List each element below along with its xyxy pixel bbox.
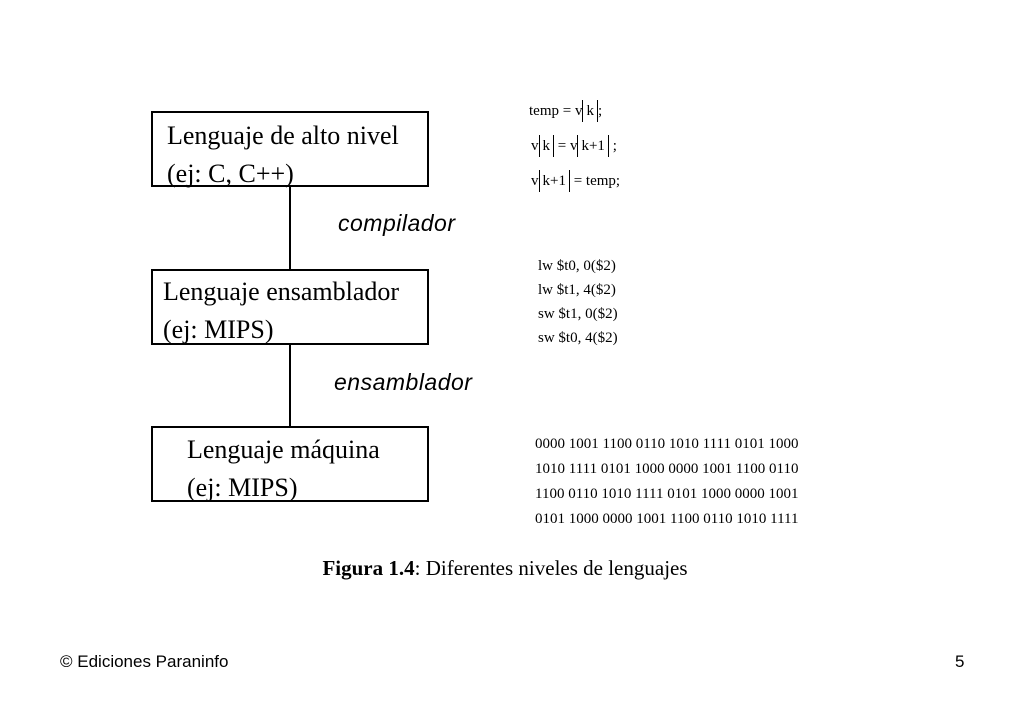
- box-title: Lenguaje de alto nivel: [167, 121, 399, 150]
- code-line: 1100 0110 1010 1111 0101 1000 0000 1001: [535, 486, 799, 502]
- box-title: Lenguaje máquina: [187, 435, 380, 464]
- code-line: 0101 1000 0000 1001 1100 0110 1010 1111: [535, 511, 799, 527]
- assembly-code: lw $t0, 0($2) lw $t1, 4($2) sw $t1, 0($2…: [538, 254, 618, 350]
- compiler-label: compilador: [338, 210, 456, 236]
- code-line: lw $t0, 0($2): [538, 258, 616, 274]
- code-line: lw $t1, 4($2): [538, 282, 616, 298]
- box-title: Lenguaje ensamblador: [163, 277, 400, 306]
- box-example: (ej: C, C++): [167, 159, 294, 188]
- code-line: 0000 1001 1100 0110 1010 1111 0101 1000: [535, 436, 799, 452]
- figure-caption-text: : Diferentes niveles de lenguajes: [414, 556, 688, 580]
- code-line: 1010 1111 0101 1000 0000 1001 1100 0110: [535, 461, 799, 477]
- box-example: (ej: MIPS): [187, 473, 298, 502]
- high-level-language-box: Lenguaje de alto nivel (ej: C, C++): [151, 111, 429, 188]
- assembler-label: ensamblador: [334, 369, 473, 395]
- box-example: (ej: MIPS): [163, 315, 274, 344]
- publisher-footer: © Ediciones Paraninfo: [60, 652, 229, 671]
- connector-line: [289, 345, 291, 427]
- machine-language-box: Lenguaje máquina (ej: MIPS): [151, 426, 429, 502]
- connector-line: [289, 187, 291, 270]
- code-line: sw $t0, 4($2): [538, 330, 618, 346]
- figure-number: Figura 1.4: [322, 556, 415, 580]
- code-line: sw $t1, 0($2): [538, 306, 618, 322]
- assembly-language-box: Lenguaje ensamblador (ej: MIPS): [151, 269, 429, 345]
- figure-caption: Figura 1.4: Diferentes niveles de lengua…: [0, 556, 1010, 581]
- page-number: 5: [955, 652, 965, 671]
- machine-code: 0000 1001 1100 0110 1010 1111 0101 1000 …: [535, 432, 798, 532]
